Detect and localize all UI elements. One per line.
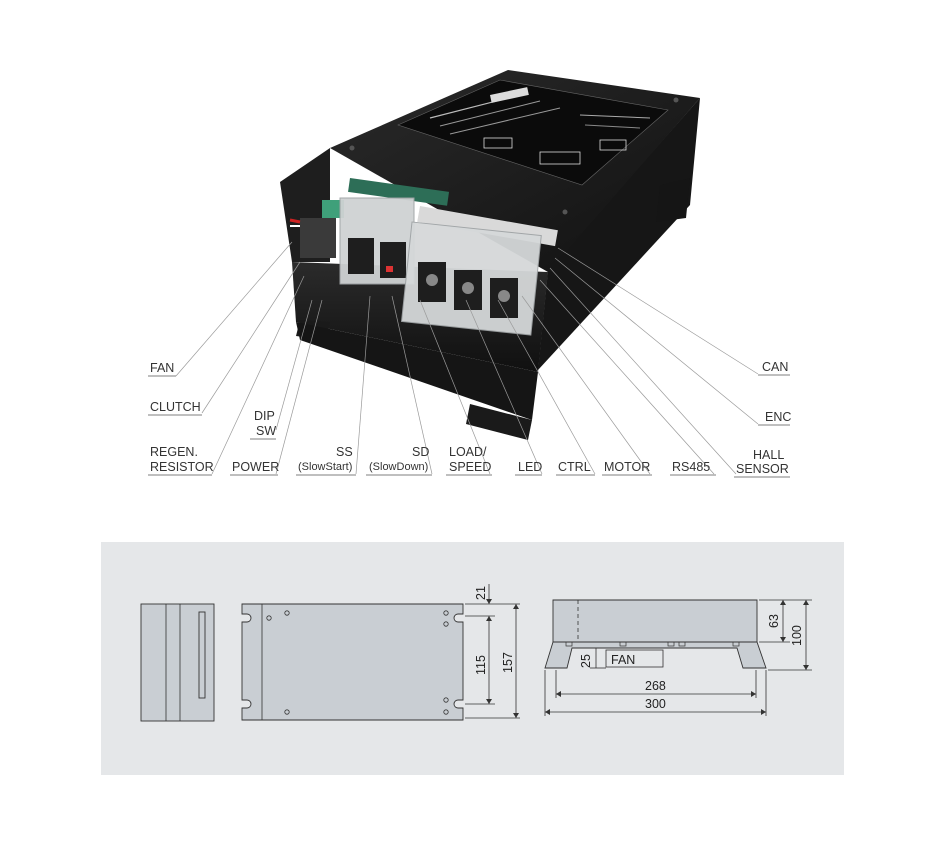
- dim-100: 100: [790, 625, 804, 646]
- label-dip-sw-1: DIP: [254, 409, 275, 423]
- label-clutch: CLUTCH: [150, 400, 201, 414]
- callout-labels: FAN CLUTCH DIP SW REGEN. RESISTOR POWER …: [148, 360, 791, 478]
- label-ctrl: CTRL: [558, 460, 591, 474]
- label-regen-1: REGEN.: [150, 445, 198, 459]
- end-view: [140, 603, 215, 722]
- dimension-panel: 21 115 157 FAN: [101, 542, 844, 775]
- top-view: 21 115 157: [241, 584, 520, 721]
- dim-157: 157: [501, 652, 515, 673]
- label-load-speed-1: LOAD/: [449, 445, 487, 459]
- dim-63: 63: [767, 614, 781, 628]
- label-sd-2: (SlowDown): [369, 461, 428, 473]
- label-ss-2: (SlowStart): [298, 461, 352, 473]
- label-fan: FAN: [150, 361, 174, 375]
- side-view: FAN 25 63 100: [544, 599, 812, 716]
- label-dip-sw-2: SW: [256, 424, 276, 438]
- label-plate: [349, 79, 679, 215]
- dim-115: 115: [474, 655, 488, 675]
- connector-row: [289, 178, 558, 336]
- label-can: CAN: [762, 360, 788, 374]
- dim-25: 25: [579, 654, 593, 668]
- label-enc: ENC: [765, 410, 791, 424]
- label-rs485: RS485: [672, 460, 710, 474]
- label-load-speed-2: SPEED: [449, 460, 491, 474]
- label-ss-1: SS: [336, 445, 353, 459]
- leader-lines: [175, 241, 759, 475]
- label-hall-1: HALL: [753, 448, 784, 462]
- dim-fan-label: FAN: [611, 653, 635, 667]
- dim-21: 21: [474, 586, 488, 600]
- device-illustration: [280, 70, 700, 440]
- dim-268: 268: [645, 679, 666, 693]
- label-sd-1: SD: [412, 445, 429, 459]
- label-power: POWER: [232, 460, 279, 474]
- label-regen-2: RESISTOR: [150, 460, 214, 474]
- dim-300: 300: [645, 697, 666, 711]
- label-led: LED: [518, 460, 542, 474]
- label-motor: MOTOR: [604, 460, 650, 474]
- label-hall-2: SENSOR: [736, 462, 789, 476]
